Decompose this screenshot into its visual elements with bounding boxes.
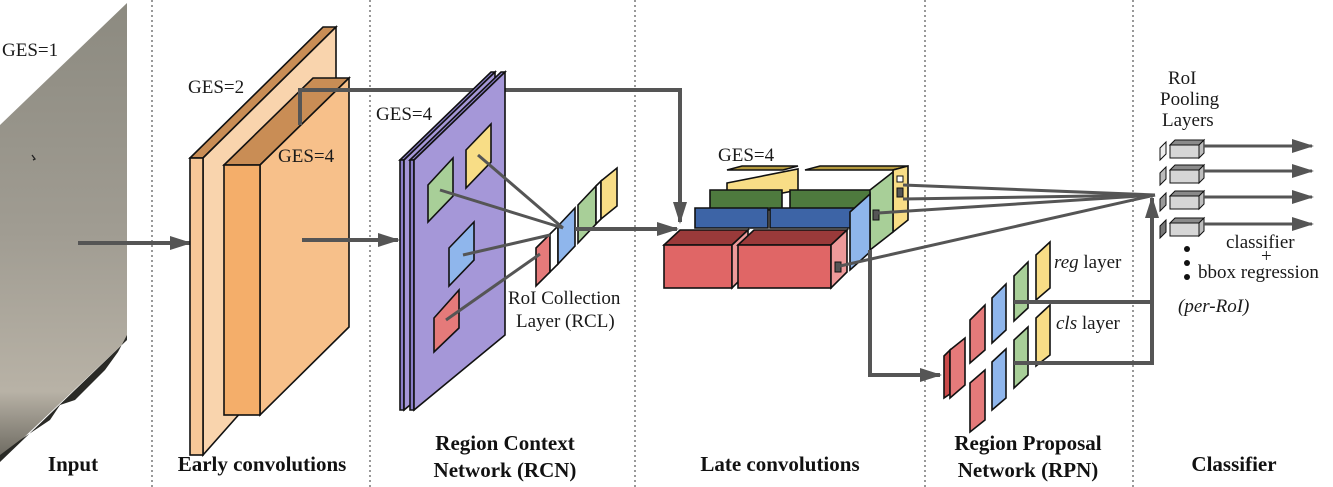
early-conv-block-2 (222, 76, 351, 417)
section-labels: Input Early convolutions Region Context … (48, 431, 1277, 482)
cls-layer-label: cls layer (1056, 313, 1121, 334)
section-label-input: Input (48, 452, 98, 476)
ges-early-1-label: GES=2 (188, 77, 244, 98)
rcn-roi-links (439, 153, 564, 322)
section-label-rpn-1: Region Proposal (954, 431, 1101, 455)
rcl-label-line1: RoI Collection (508, 288, 621, 309)
section-dividers (151, 0, 1134, 487)
roi-red (433, 287, 460, 354)
ges-rcn-label: GES=4 (376, 104, 433, 125)
plus-label: + (1261, 246, 1272, 267)
roi-pool-box-2 (1159, 163, 1314, 187)
rcl-label-line2: Layer (RCL) (516, 311, 615, 332)
section-label-late: Late convolutions (700, 452, 859, 476)
reg-rest: layer (1079, 252, 1122, 273)
classifier-label: classifier (1226, 232, 1295, 253)
reg-italic: reg (1054, 252, 1079, 273)
roi-pool-box-4 (1159, 216, 1314, 240)
ges-input-label: GES=1 (2, 40, 58, 61)
ellipsis-dot-3 (1184, 274, 1190, 280)
reg-layer-label: reg layer (1054, 252, 1122, 273)
roi-pooling-label-3: Layers (1162, 110, 1214, 131)
roi-blue (448, 220, 475, 288)
ges-late-label: GES=4 (718, 145, 775, 166)
roi-collection-layer (535, 166, 618, 288)
ellipsis-dot-1 (1184, 246, 1190, 252)
section-label-classifier: Classifier (1191, 452, 1276, 476)
input-image (0, 3, 127, 462)
late-conv-blocks (661, 164, 909, 290)
roi-pool-box-3 (1159, 189, 1314, 213)
roi-pooling-label-1: RoI (1168, 68, 1197, 89)
arrow-late-to-rpn (868, 250, 942, 382)
ges-early-2-label: GES=4 (278, 146, 335, 167)
section-label-rcn-1: Region Context (435, 431, 574, 455)
ellipsis-dot-2 (1184, 260, 1190, 266)
rpn-output-arrow (1014, 196, 1159, 365)
section-label-early: Early convolutions (178, 452, 347, 476)
rpn-layers (943, 240, 1051, 434)
late-to-pool-links (839, 183, 1156, 268)
bbox-regression-label: bbox regression (1198, 262, 1319, 283)
cls-italic: cls (1056, 313, 1077, 334)
cls-rest: layer (1077, 313, 1120, 334)
section-label-rpn-2: Network (RPN) (958, 458, 1099, 482)
roi-pooling-label-2: Pooling (1160, 89, 1220, 110)
per-roi-label: (per-RoI) (1178, 296, 1249, 317)
section-label-rcn-2: Network (RCN) (434, 458, 577, 482)
roi-pooling-layers (1159, 138, 1314, 240)
roi-pool-box-1 (1159, 138, 1314, 162)
